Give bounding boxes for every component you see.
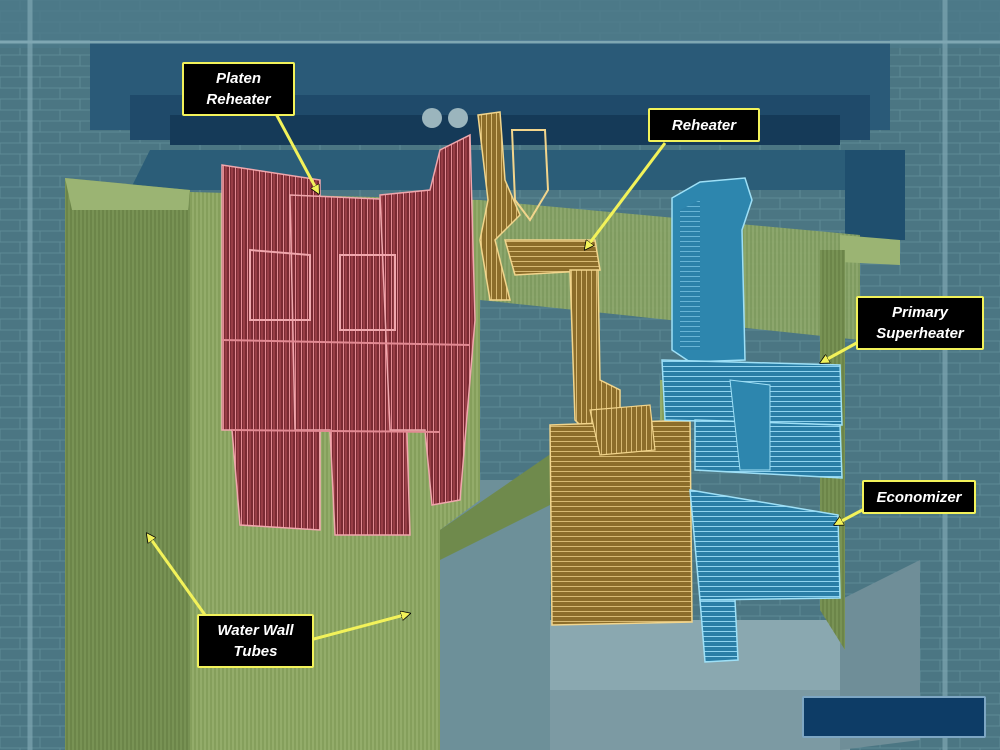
navigation-bar[interactable] (802, 696, 986, 738)
label-reheater: Reheater (648, 108, 760, 142)
label-economizer: Economizer (862, 480, 976, 514)
